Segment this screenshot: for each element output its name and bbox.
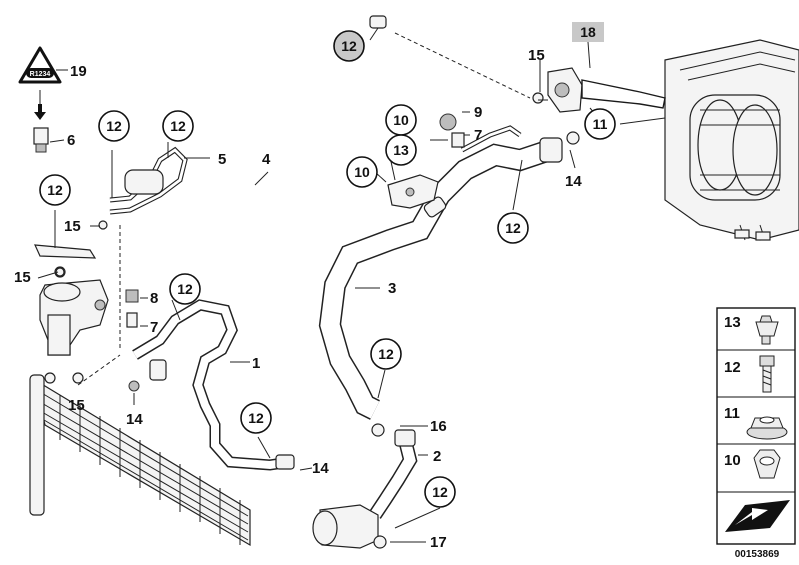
small-fittings-left [33, 127, 140, 392]
legend-row-12-num: 12 [724, 359, 741, 376]
bracket [387, 174, 439, 209]
seal-kit-icon [725, 500, 790, 532]
label-15-b: 15 [14, 269, 31, 286]
fastener-legend: 13 12 11 10 [716, 307, 796, 545]
small-fittings-top [439, 113, 580, 148]
collar-nut-icon [746, 416, 788, 440]
callout-12-left[interactable]: 12 [39, 174, 71, 206]
label-15-a: 15 [64, 218, 81, 235]
label-6: 6 [67, 132, 75, 149]
line-2 [369, 423, 418, 519]
pressure-line-4 [79, 15, 388, 262]
arrow-down-icon [34, 104, 46, 120]
callout-label: 11 [593, 116, 608, 132]
callout-10-left[interactable]: 10 [346, 156, 378, 188]
callout-12-right[interactable]: 12 [497, 212, 529, 244]
label-1: 1 [252, 355, 260, 372]
callout-18-box[interactable]: 18 [572, 22, 604, 42]
legend-row-13-num: 13 [724, 314, 741, 331]
receiver-dryer [34, 244, 109, 356]
callout-label: 10 [393, 112, 409, 128]
label-8: 8 [150, 290, 158, 307]
label-5: 5 [218, 151, 226, 168]
callout-12-top[interactable]: 12 [333, 30, 365, 62]
label-3: 3 [388, 280, 396, 297]
screw-icon [759, 355, 775, 393]
callout-label: 12 [170, 118, 186, 134]
label-17: 17 [430, 534, 447, 551]
callout-label: 12 [432, 484, 448, 500]
label-19: 19 [70, 63, 87, 80]
label-14-right: 14 [565, 173, 582, 190]
callout-label: 18 [580, 24, 596, 40]
label-15-d: 15 [528, 47, 545, 64]
callout-12-line1[interactable]: 12 [169, 273, 201, 305]
compressor-fitting [312, 504, 387, 549]
label-4: 4 [262, 151, 271, 168]
line-5 [109, 146, 188, 215]
callout-label: 12 [505, 220, 521, 236]
expansion-valve [532, 67, 666, 113]
callout-label: 12 [177, 281, 193, 297]
clip-nut-icon [755, 315, 779, 345]
condenser [29, 372, 251, 547]
refrigerant-warning-triangle: R1234 [18, 46, 62, 84]
callout-label: 12 [378, 346, 394, 362]
hex-nut-icon [753, 449, 781, 479]
callout-12-hose1-bottom[interactable]: 12 [240, 402, 272, 434]
callout-label: 10 [354, 164, 370, 180]
callout-10-top[interactable]: 10 [385, 104, 417, 136]
legend-row-11-num: 11 [724, 405, 740, 422]
callout-12-bottom[interactable]: 12 [424, 476, 456, 508]
suction-line-1 [132, 299, 295, 471]
label-2: 2 [433, 448, 441, 465]
label-9: 9 [474, 104, 482, 121]
label-14-bottom: 14 [312, 460, 329, 477]
evaporator-housing [664, 39, 799, 241]
part-labels: 19 6 5 4 15 15 15 15 9 7 8 7 14 14 14 3 … [14, 47, 582, 551]
label-15-c: 15 [68, 397, 85, 414]
label-14-left: 14 [126, 411, 143, 428]
callout-label: 13 [393, 142, 409, 158]
legend-row-10-num: 10 [724, 452, 741, 469]
suction-line-3 [318, 125, 563, 420]
label-16: 16 [430, 418, 447, 435]
callout-12-line5-left[interactable]: 12 [98, 110, 130, 142]
callout-12-line5-right[interactable]: 12 [162, 110, 194, 142]
callout-12-hose3[interactable]: 12 [370, 338, 402, 370]
diagram-id: 00153869 [735, 549, 780, 560]
callout-label: 12 [341, 38, 357, 54]
label-7-left: 7 [150, 319, 158, 336]
callout-11[interactable]: 11 [584, 108, 616, 140]
callout-label: 12 [106, 118, 122, 134]
callout-label: 12 [248, 410, 264, 426]
warning-triangle-text: R1234 [30, 71, 51, 78]
callout-13[interactable]: 13 [385, 134, 417, 166]
label-7-top: 7 [474, 127, 482, 144]
callout-label: 12 [47, 182, 63, 198]
